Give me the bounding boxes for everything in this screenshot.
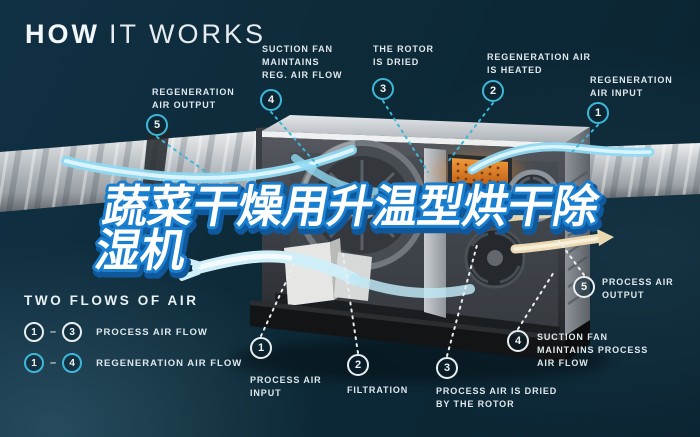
- callout-leader-lines: [156, 100, 599, 357]
- page-title-light: IT WORKS: [108, 19, 266, 49]
- legend-label-regeneration: REGENERATION AIR FLOW: [96, 357, 243, 369]
- callout-badge-4-process: 4: [507, 330, 529, 352]
- legend-row-process: 1 – 3 PROCESS AIR FLOW: [24, 322, 242, 342]
- callout-label-regeneration-heated: REGENERATION AIR IS HEATED: [487, 52, 591, 76]
- callout-label-filtration: FILTRATION: [347, 385, 409, 395]
- callout-badge-5-regeneration: 5: [146, 114, 168, 136]
- legend-badge-regeneration-start: 1: [24, 353, 44, 373]
- callout-label-suction-fan-process: SUCTION FAN MAINTAINS PROCESS AIR FLOW: [537, 332, 649, 369]
- page-title: HOW IT WORKS: [25, 19, 266, 50]
- callout-badge-5-process: 5: [573, 276, 595, 298]
- callout-label-regeneration-air-output: REGENERATION AIR OUTPUT: [152, 87, 235, 111]
- legend-dash: –: [50, 326, 57, 338]
- legend-badge-regeneration-end: 4: [62, 353, 83, 373]
- callout-badge-3-process: 3: [436, 357, 458, 379]
- callout-badge-3-regeneration: 3: [372, 78, 394, 100]
- callout-label-suction-fan-reg: SUCTION FAN MAINTAINS REG. AIR FLOW: [262, 44, 343, 81]
- machine-base: [250, 300, 590, 362]
- process-fan: [464, 227, 526, 289]
- page-title-bold: HOW: [25, 19, 100, 49]
- callout-badge-2-regeneration: 2: [482, 80, 504, 102]
- callout-label-process-air-output: PROCESS AIR OUTPUT: [602, 277, 674, 301]
- callout-label-process-air-input: PROCESS AIR INPUT: [250, 375, 322, 399]
- legend-badge-process-start: 1: [24, 322, 44, 342]
- legend-heading: TWO FLOWS OF AIR: [24, 293, 199, 308]
- divider-panel: [424, 148, 446, 318]
- regeneration-heater: [432, 152, 524, 192]
- air-flow-legend: TWO FLOWS OF AIR 1 – 3 PROCESS AIR FLOW …: [24, 293, 242, 384]
- regeneration-fan: [506, 169, 560, 223]
- callout-badge-2-process: 2: [347, 354, 369, 376]
- callout-badge-1-process: 1: [250, 337, 272, 359]
- callout-badge-4-regeneration: 4: [260, 89, 282, 111]
- callout-label-process-dried-by-rotor: PROCESS AIR IS DRIED BY THE ROTOR: [436, 386, 558, 410]
- callout-label-rotor-dried: THE ROTOR IS DRIED: [373, 44, 434, 68]
- desiccant-rotor: [297, 140, 427, 270]
- callout-label-regeneration-air-input: REGENERATION AIR INPUT: [590, 75, 673, 99]
- legend-label-process: PROCESS AIR FLOW: [96, 326, 208, 338]
- legend-dash-2: –: [50, 357, 57, 369]
- callout-badge-1-regeneration: 1: [587, 102, 609, 124]
- legend-row-regeneration: 1 – 4 REGENERATION AIR FLOW: [24, 353, 242, 373]
- air-flow-ribbons: [61, 142, 655, 299]
- legend-badge-process-end: 3: [62, 322, 83, 342]
